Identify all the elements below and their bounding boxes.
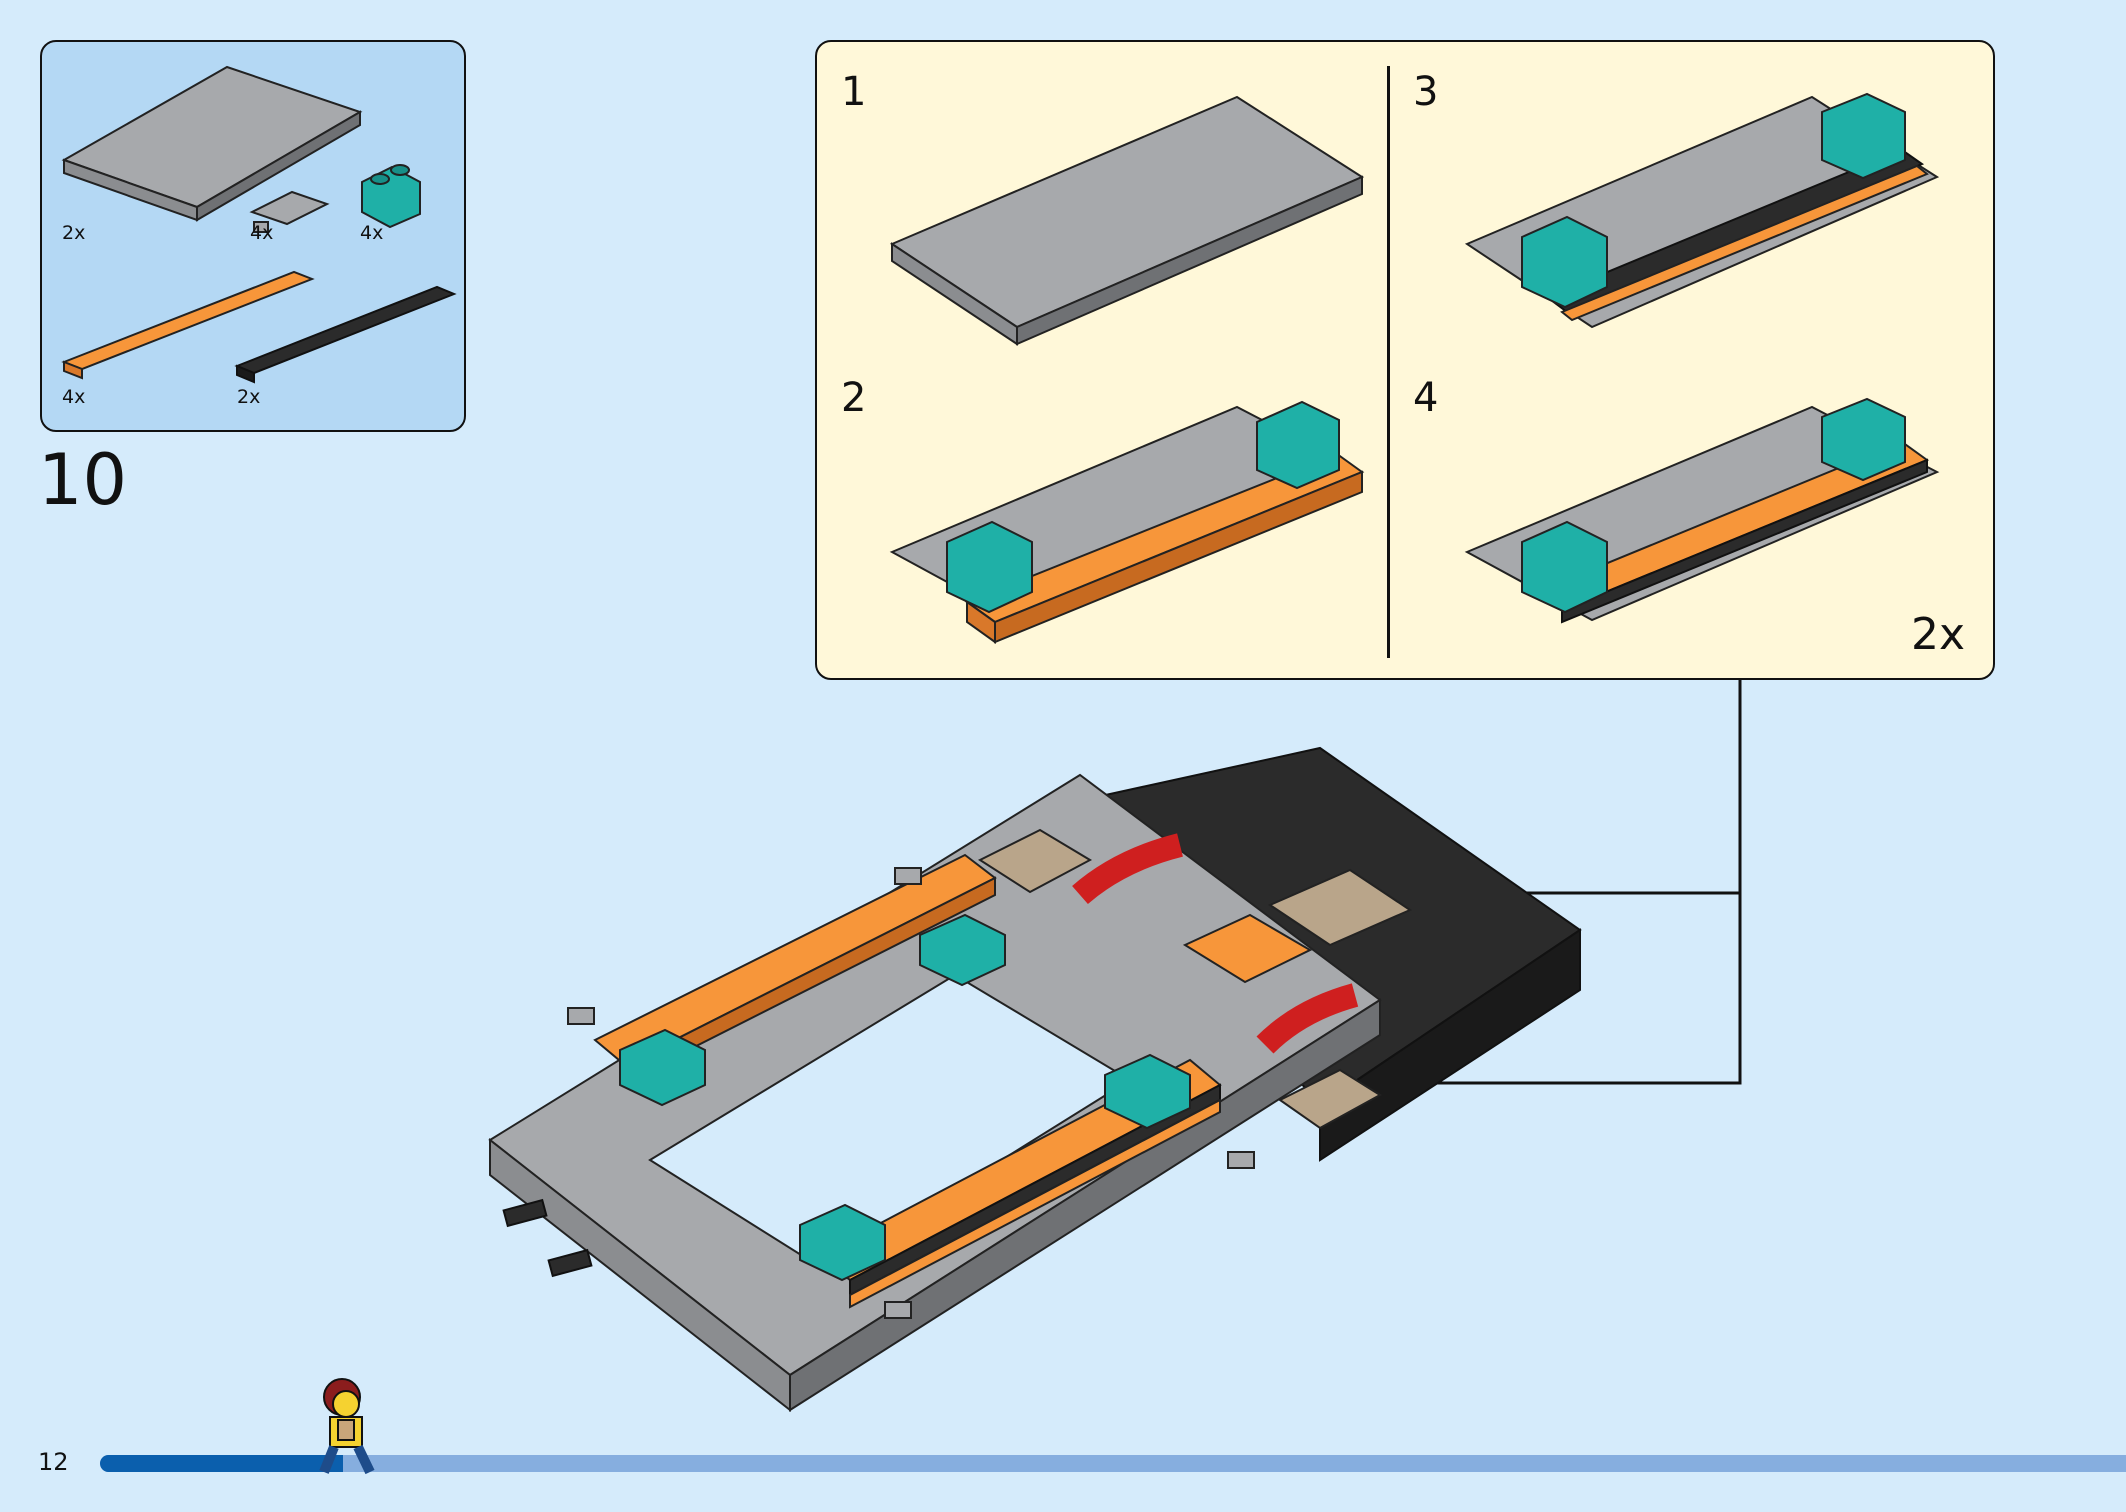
arrow-head-upper — [970, 875, 1017, 911]
minifigure-progress-marker — [319, 1378, 375, 1475]
substep-2-model — [889, 400, 1365, 644]
orange-plate-part — [61, 270, 315, 380]
substep-divider — [1387, 66, 1390, 658]
progress-bar-fill — [100, 1455, 343, 1472]
substep-label-2: 2 — [841, 375, 867, 421]
teal-slopes — [619, 913, 1191, 1282]
callout-leader-lines — [980, 678, 1742, 1085]
qty-orange-plate: 4x — [62, 386, 86, 408]
orange-rail-upper — [593, 853, 997, 1084]
substep-label-3: 3 — [1413, 69, 1439, 115]
parts-callout: 2x 4x 4x 4x 2x — [40, 40, 466, 432]
qty-black-plate: 2x — [237, 386, 261, 408]
substep-label-4: 4 — [1413, 375, 1439, 421]
subassembly-illustration — [889, 92, 1940, 644]
gray-frame — [488, 773, 1382, 1413]
arrow-head-lower — [1205, 1065, 1252, 1101]
orange-rail-lower — [818, 1058, 1222, 1309]
gray-clip-part — [249, 190, 330, 233]
substep-multiplier: 2x — [1910, 609, 1965, 660]
page-number: 12 — [38, 1448, 69, 1476]
substep-3-model — [1464, 92, 1940, 329]
substep-label-1: 1 — [841, 69, 867, 115]
gray-plate-part — [61, 65, 363, 222]
qty-gray-plate: 2x — [62, 222, 86, 244]
clip-parts — [567, 867, 1255, 1319]
qty-teal-slope: 4x — [360, 222, 384, 244]
orange-rear-plate — [1182, 913, 1313, 984]
teal-slope-part — [361, 164, 421, 229]
step-number: 10 — [38, 439, 128, 521]
black-rear-section — [1058, 746, 1582, 1162]
axle-pins — [502, 1198, 593, 1278]
qty-gray-clip: 4x — [250, 222, 274, 244]
subassembly-callout: 1 2 3 4 2x — [815, 40, 1995, 680]
progress-bar — [100, 1455, 2126, 1472]
substep-1-model — [889, 95, 1365, 346]
black-plate-part — [234, 285, 457, 384]
substep-4-model — [1464, 397, 1940, 624]
parts-illustration — [61, 65, 457, 384]
red-curved-pieces — [1072, 833, 1359, 1054]
tan-bricks — [977, 828, 1413, 1130]
